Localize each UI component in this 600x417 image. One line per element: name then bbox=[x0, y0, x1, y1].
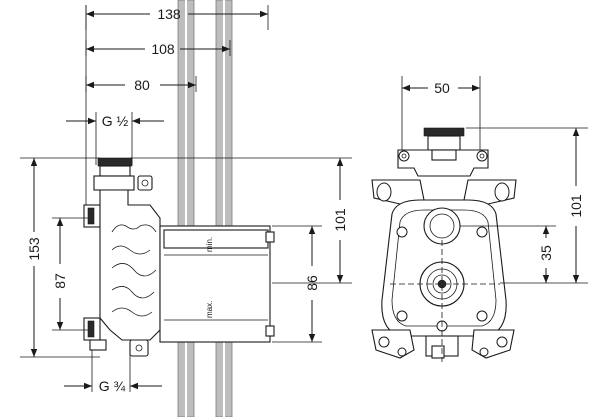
dim-50-label: 50 bbox=[434, 80, 450, 96]
dimension-87: 87 bbox=[52, 217, 88, 331]
dim-101-front-label: 101 bbox=[568, 194, 584, 218]
dim-80-label: 80 bbox=[134, 77, 150, 93]
dim-138-label: 138 bbox=[157, 6, 181, 22]
dim-101-side-label: 101 bbox=[332, 208, 348, 232]
front-view-valve-body bbox=[371, 127, 517, 362]
dimension-138: 138 bbox=[85, 5, 269, 30]
front-top-nipple bbox=[423, 127, 465, 137]
dimension-108: 108 bbox=[85, 40, 231, 57]
thread-bottom-label: G ¾ bbox=[99, 378, 126, 394]
dim-87-label: 87 bbox=[52, 273, 68, 289]
dim-108-label: 108 bbox=[151, 41, 175, 57]
dimension-80: 80 bbox=[85, 76, 197, 93]
min-label: min. bbox=[205, 237, 214, 252]
top-nipple-thread bbox=[97, 157, 133, 167]
thread-g-half-dimension: G ½ bbox=[66, 112, 164, 165]
dimension-101-front: 101 bbox=[466, 127, 588, 284]
dimension-101-side: 101 bbox=[130, 157, 352, 284]
dimension-153: 153 bbox=[20, 157, 100, 358]
dimension-50: 50 bbox=[401, 76, 481, 150]
wall-bands bbox=[177, 0, 233, 417]
thread-top-label: G ½ bbox=[102, 113, 129, 129]
thread-g-three-quarter-dimension: G ¾ bbox=[64, 350, 162, 394]
installation-box: min. max. bbox=[159, 225, 275, 343]
dim-35-label: 35 bbox=[538, 245, 554, 261]
dim-153-label: 153 bbox=[26, 237, 42, 261]
dimension-86: 86 bbox=[272, 225, 322, 343]
dim-86-label: 86 bbox=[304, 275, 320, 291]
max-label: max. bbox=[205, 301, 214, 318]
dimension-35: 35 bbox=[460, 225, 556, 283]
side-view-valve-body bbox=[83, 157, 161, 357]
